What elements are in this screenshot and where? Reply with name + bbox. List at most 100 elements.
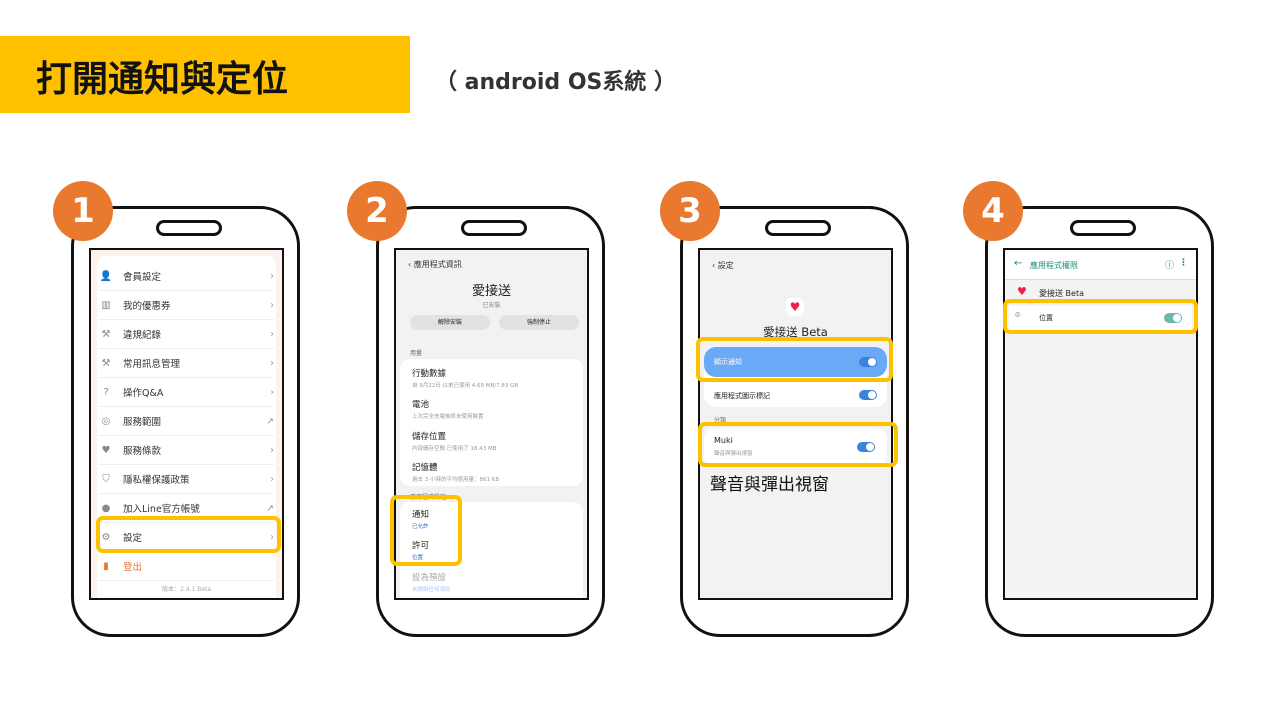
- line-icon: ●: [101, 502, 111, 514]
- highlight-settings: [96, 516, 281, 553]
- show-notifications-row[interactable]: 顯示通知: [704, 347, 887, 377]
- menu-item[interactable]: ▥ 我的優惠券 ›: [99, 291, 274, 320]
- highlight-notifications-permissions: [390, 495, 462, 566]
- badge-toggle[interactable]: [859, 390, 877, 400]
- app-bar: ← 應用程式權限 ⓘ ⋮: [1005, 250, 1196, 280]
- chevron-right-icon: ›: [270, 473, 274, 485]
- uninstall-button[interactable]: 解除安裝: [410, 315, 490, 330]
- setting-permissions[interactable]: 許可位置: [412, 541, 430, 561]
- app-icon: ♥: [1017, 285, 1027, 298]
- chevron-right-icon: ›: [270, 270, 274, 282]
- phone-4: ← 應用程式權限 ⓘ ⋮ ♥ 愛接送 Beta ⌾ 位置: [985, 206, 1214, 637]
- help-icon[interactable]: ⓘ: [1164, 261, 1174, 271]
- coupon-icon: ▥: [101, 299, 111, 311]
- phone-4-screen: ← 應用程式權限 ⓘ ⋮ ♥ 愛接送 Beta ⌾ 位置: [1003, 248, 1198, 600]
- gear-icon: ⚙: [101, 531, 111, 543]
- chevron-right-icon: ↗: [266, 502, 274, 514]
- chevron-right-icon: ↗: [266, 415, 274, 427]
- usage-item-memory[interactable]: 記憶體過去 3 小時的平均使用量：861 KB: [412, 463, 500, 483]
- setting-notifications[interactable]: 通知已允許: [412, 510, 430, 530]
- header-title: 應用程式權限: [1030, 261, 1078, 270]
- step-number-2: 2: [347, 181, 407, 241]
- menu-item[interactable]: ⚒ 常用訊息管理 ›: [99, 349, 274, 378]
- usage-item-battery[interactable]: 電池上次完全充電後終未使用裝置: [412, 400, 484, 420]
- caption: 聲音與彈出視窗: [710, 475, 829, 495]
- phone-2-screen: ‹ 應用程式資訊 愛接送 已安裝 解除安裝 強制停止 用量 行動數據自 9月22…: [394, 248, 589, 600]
- gavel-icon: ⚒: [101, 357, 111, 369]
- slide-title: 打開通知與定位: [0, 36, 410, 113]
- badge-label: 應用程式圖示標記: [714, 392, 770, 400]
- menu-item[interactable]: ◎ 服務範圍 ↗: [99, 407, 274, 436]
- usage-card: 行動數據自 9月22日 以來已使用 4.69 MB/7.83 GB 電池上次完全…: [400, 359, 583, 486]
- section-label: 用量: [410, 350, 423, 357]
- header-title: 應用程式資訊: [413, 260, 462, 269]
- phone-1-screen: 👤 會員設定 › ▥ 我的優惠券 › ⚒ 違規紀錄 › ⚒ 常用訊息管理 ›? 操作Q&A › ◎ 服務範圍 ↗…: [89, 248, 284, 600]
- install-status: 已安裝: [482, 302, 501, 309]
- heart-hand-icon: ♥: [101, 444, 111, 456]
- location-toggle[interactable]: [1164, 313, 1182, 323]
- menu-item-label: 服務條款: [123, 446, 162, 457]
- show-notifications-toggle[interactable]: [859, 357, 877, 367]
- menu-item-label: 我的優惠券: [123, 301, 171, 312]
- user-icon: 👤: [99, 270, 113, 282]
- radar-icon: ◎: [101, 415, 111, 427]
- back-icon[interactable]: ‹: [408, 260, 414, 269]
- menu-item-label: 會員設定: [123, 272, 162, 283]
- phone-speaker: [461, 220, 527, 236]
- force-stop-button[interactable]: 強制停止: [499, 315, 579, 330]
- chevron-right-icon: ›: [270, 386, 274, 398]
- shield-icon: ⛉: [102, 473, 110, 485]
- slide-subtitle: （ android OS系統 ）: [435, 70, 677, 95]
- menu-item[interactable]: ⛉ 隱私權保護政策 ›: [99, 465, 274, 494]
- step-number-4: 4: [963, 181, 1023, 241]
- menu-item-label: 加入Line官方帳號: [123, 504, 200, 515]
- step-number-1: 1: [53, 181, 113, 241]
- help-icon: ?: [103, 386, 109, 398]
- settings-card: 通知已允許 許可位置 設為預設未預設任何項目: [400, 502, 583, 598]
- app-name: 愛接送 Beta: [763, 325, 828, 339]
- step-number-3: 3: [660, 181, 720, 241]
- phone-2: ‹ 應用程式資訊 愛接送 已安裝 解除安裝 強制停止 用量 行動數據自 9月22…: [376, 206, 605, 637]
- menu-item[interactable]: ? 操作Q&A ›: [99, 378, 274, 407]
- menu-item[interactable]: ⚒ 違規紀錄 ›: [99, 320, 274, 349]
- chevron-right-icon: ›: [270, 357, 274, 369]
- app-icon: ♥: [786, 298, 804, 316]
- menu-item-label: 違規紀錄: [123, 330, 162, 341]
- chevron-right-icon: ›: [270, 328, 274, 340]
- phone-speaker: [156, 220, 222, 236]
- header-title: 設定: [717, 261, 734, 270]
- logout-label: 登出: [123, 562, 143, 573]
- phone-speaker: [765, 220, 831, 236]
- app-name: 愛接送 Beta: [1039, 289, 1084, 298]
- usage-item-storage[interactable]: 儲存位置內部儲存空間 已使用了 18.43 MB: [412, 432, 497, 452]
- usage-item-data[interactable]: 行動數據自 9月22日 以來已使用 4.69 MB/7.83 GB: [412, 369, 519, 389]
- menu-item-label: 常用訊息管理: [123, 359, 181, 370]
- highlight-muki: [698, 422, 898, 467]
- highlight-show-notifications: [696, 337, 893, 382]
- location-pin-icon: ⌾: [1015, 311, 1021, 321]
- setting-default[interactable]: 設為預設未預設任何項目: [412, 573, 451, 593]
- location-permission-row[interactable]: ⌾ 位置: [1009, 306, 1192, 330]
- app-name: 愛接送: [471, 284, 511, 299]
- muki-toggle[interactable]: [857, 442, 875, 452]
- chevron-right-icon: ›: [270, 299, 274, 311]
- highlight-location: [1003, 299, 1198, 334]
- phone-1: 👤 會員設定 › ▥ 我的優惠券 › ⚒ 違規紀錄 › ⚒ 常用訊息管理 ›? 操作Q&A › ◎ 服務範圍 ↗…: [71, 206, 300, 637]
- menu-item[interactable]: ♥ 服務條款 ›: [99, 436, 274, 465]
- logout-button[interactable]: ▮ 登出: [99, 552, 274, 581]
- back-arrow-icon[interactable]: ←: [1014, 258, 1023, 269]
- logout-icon: ▮: [103, 560, 109, 572]
- muki-row[interactable]: Muki 聲音與彈出視窗: [704, 428, 887, 466]
- menu-item-label: 隱私權保護政策: [123, 475, 190, 486]
- menu-item-label: 操作Q&A: [123, 388, 164, 399]
- back-icon[interactable]: ‹: [712, 261, 718, 270]
- notif-card: 顯示通知 應用程式圖示標記: [704, 347, 887, 407]
- more-icon[interactable]: ⋮: [1179, 258, 1188, 268]
- section-label: 分類: [714, 417, 727, 424]
- menu-item[interactable]: ● 加入Line官方帳號 ↗: [99, 494, 274, 523]
- menu-item[interactable]: 👤 會員設定 ›: [99, 262, 274, 291]
- version-text: 版本：2.4.1 Beta: [161, 586, 211, 593]
- gavel-icon: ⚒: [101, 328, 111, 340]
- menu-item-label: 服務範圍: [123, 417, 162, 428]
- chevron-right-icon: ›: [270, 444, 274, 456]
